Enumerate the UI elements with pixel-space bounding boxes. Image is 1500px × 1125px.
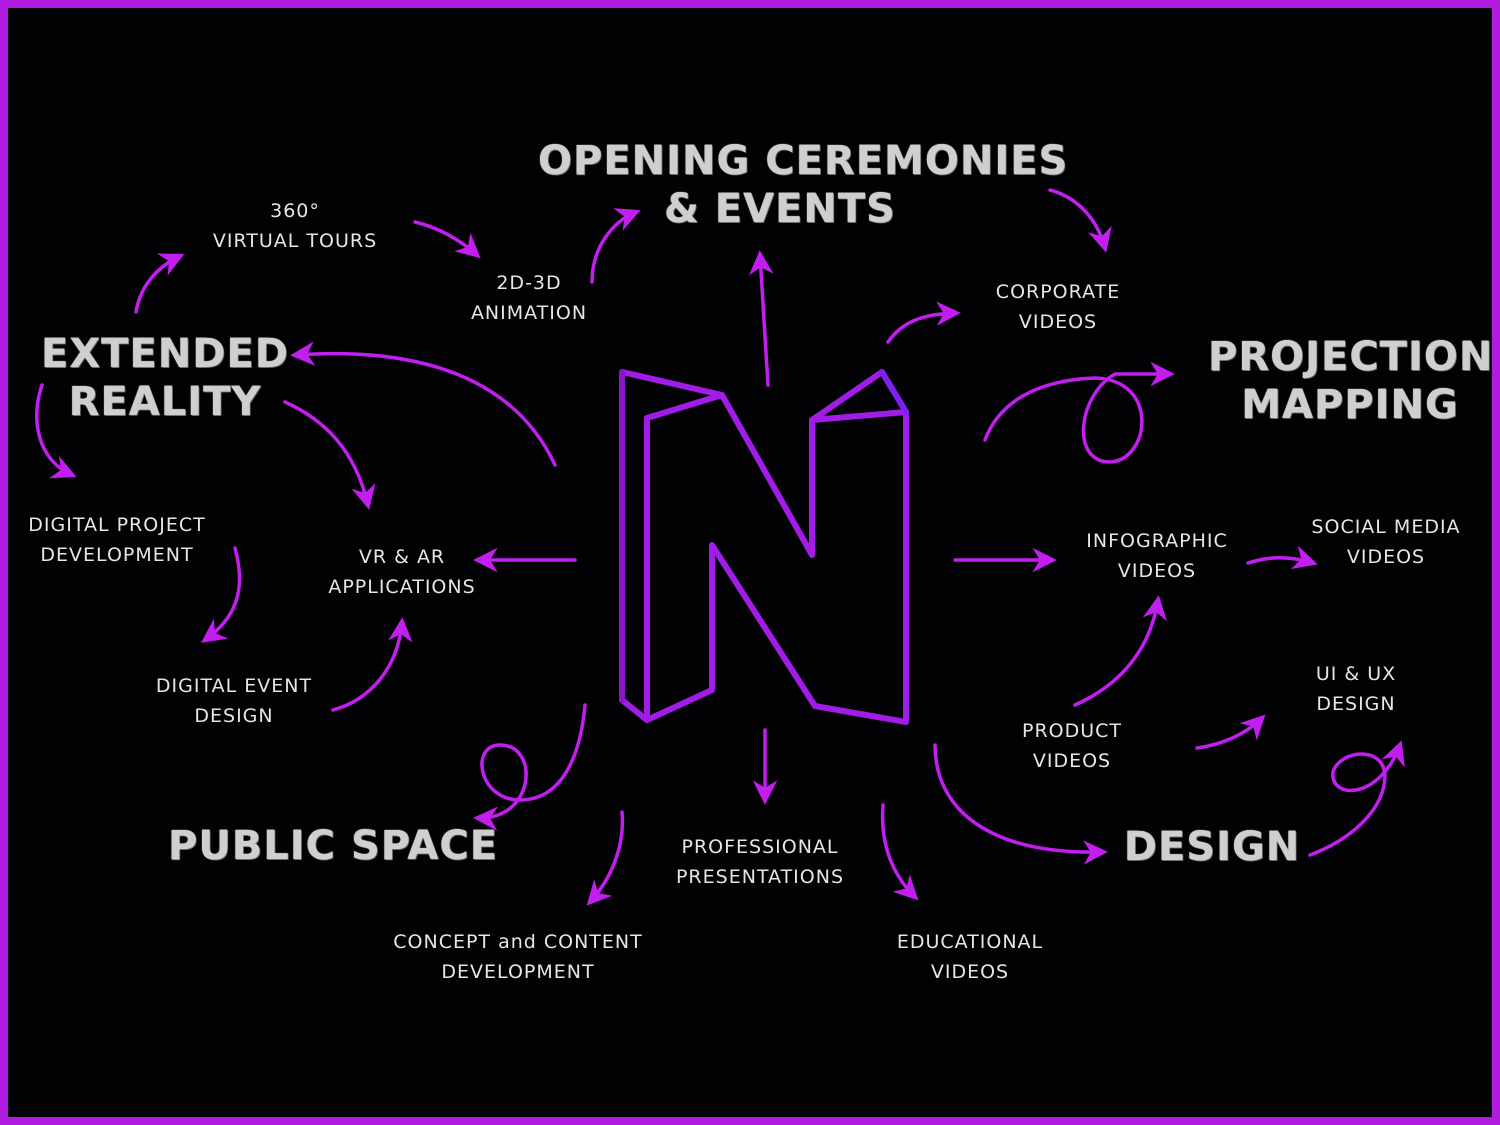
- node-vr-ar: VR & AR APPLICATIONS: [310, 542, 494, 602]
- node-corporate-videos: CORPORATE VIDEOS: [968, 277, 1148, 337]
- node-opening-line-1: OPENING CEREMONIES: [538, 138, 1069, 184]
- node-social-line-2: VIDEOS: [1346, 546, 1426, 568]
- node-infographic-line-2: VIDEOS: [1117, 560, 1197, 582]
- node-product-line-2: VIDEOS: [1032, 750, 1112, 772]
- node-infographic: INFOGRAPHIC VIDEOS: [1062, 526, 1252, 586]
- node-concept-line-2: DEVELOPMENT: [441, 961, 595, 983]
- arrow-n-to-xr: [290, 341, 557, 467]
- node-product-line-1: PRODUCT: [1021, 720, 1123, 742]
- node-projection-line-1: PROJECTION: [1208, 334, 1494, 380]
- node-concept: CONCEPT and CONTENT DEVELOPMENT: [366, 927, 670, 987]
- node-vr-line-1: VR & AR: [358, 546, 446, 568]
- arrow-n-to-concept: [586, 810, 625, 906]
- arrow-infographic-to-social: [1246, 545, 1318, 570]
- node-opening-line-2: & EVENTS: [664, 186, 896, 232]
- node-xr-line-2: REALITY: [68, 379, 262, 425]
- node-animation-line-2: ANIMATION: [470, 302, 588, 324]
- node-animation: 2D-3D ANIMATION: [444, 268, 614, 328]
- node-projection-mapping: PROJECTION MAPPING: [1208, 333, 1492, 429]
- arrow-n-to-design: [933, 743, 1108, 865]
- n-logo-icon: [619, 369, 909, 725]
- arrow-n-to-public-loop: [473, 703, 587, 831]
- arrow-animation-to-opening: [590, 208, 641, 284]
- node-uiux-line-2: DESIGN: [1316, 693, 1396, 715]
- node-concept-line-1: CONCEPT and CONTENT: [393, 931, 643, 953]
- node-professional-line-2: PRESENTATIONS: [675, 866, 845, 888]
- node-digital-project-line-2: DEVELOPMENT: [40, 544, 194, 566]
- node-educational-line-2: VIDEOS: [930, 961, 1010, 983]
- node-virtual-tours: 360° VIRTUAL TOURS: [190, 196, 400, 256]
- node-digital-event-line-1: DIGITAL EVENT: [155, 675, 313, 697]
- arrow-event-to-vr: [331, 617, 413, 712]
- node-product-videos: PRODUCT VIDEOS: [1002, 716, 1142, 776]
- node-animation-line-1: 2D-3D: [496, 272, 562, 294]
- arrow-product-to-infographic: [1073, 595, 1167, 707]
- node-professional: PROFESSIONAL PRESENTATIONS: [660, 832, 860, 892]
- node-ui-ux: UI & UX DESIGN: [1286, 659, 1426, 719]
- arrow-tours-to-animation: [413, 220, 481, 259]
- arrow-n-to-opening: [748, 250, 774, 387]
- node-extended-reality: EXTENDED REALITY: [40, 330, 290, 426]
- node-projection-line-2: MAPPING: [1241, 382, 1459, 428]
- node-xr-line-1: EXTENDED: [41, 331, 289, 377]
- node-tours-line-1: 360°: [270, 200, 320, 222]
- node-tours-line-2: VIRTUAL TOURS: [212, 230, 378, 252]
- node-social-media: SOCIAL MEDIA VIDEOS: [1296, 512, 1476, 572]
- node-infographic-line-1: INFOGRAPHIC: [1086, 530, 1228, 552]
- arrow-design-to-uiux-loop: [1308, 740, 1405, 857]
- node-public-line-1: PUBLIC SPACE: [168, 823, 499, 869]
- node-digital-event: DIGITAL EVENT DESIGN: [134, 671, 334, 731]
- node-digital-project: DIGITAL PROJECT DEVELOPMENT: [12, 510, 222, 570]
- node-uiux-line-1: UI & UX: [1315, 663, 1397, 685]
- node-public-space: PUBLIC SPACE: [168, 822, 499, 870]
- arrow-xr-to-tours: [134, 253, 185, 314]
- node-design: DESIGN: [1120, 823, 1304, 871]
- node-corporate-line-2: VIDEOS: [1018, 311, 1098, 333]
- arrow-n-to-educational: [880, 803, 919, 901]
- node-opening-ceremonies: OPENING CEREMONIES & EVENTS: [538, 137, 1069, 233]
- node-digital-project-line-1: DIGITAL PROJECT: [28, 514, 206, 536]
- arrow-product-to-uiux: [1195, 714, 1266, 750]
- arrow-digital-project-to-event: [201, 546, 242, 643]
- arrow-xr-to-vr: [283, 400, 376, 510]
- arrow-corporate-to-projection-loop: [983, 361, 1175, 464]
- node-digital-event-line-2: DESIGN: [194, 705, 274, 727]
- node-social-line-1: SOCIAL MEDIA: [1311, 516, 1461, 538]
- node-corporate-line-1: CORPORATE: [995, 281, 1121, 303]
- arrow-opening-to-corporate: [1048, 188, 1112, 253]
- node-professional-line-1: PROFESSIONAL: [681, 836, 839, 858]
- arrow-n-to-corporate: [886, 301, 961, 344]
- node-educational-line-1: EDUCATIONAL: [896, 931, 1044, 953]
- node-vr-line-2: APPLICATIONS: [328, 576, 476, 598]
- node-educational: EDUCATIONAL VIDEOS: [876, 927, 1064, 987]
- arrow-xr-to-digital-project: [35, 383, 77, 479]
- node-design-line-1: DESIGN: [1123, 824, 1301, 870]
